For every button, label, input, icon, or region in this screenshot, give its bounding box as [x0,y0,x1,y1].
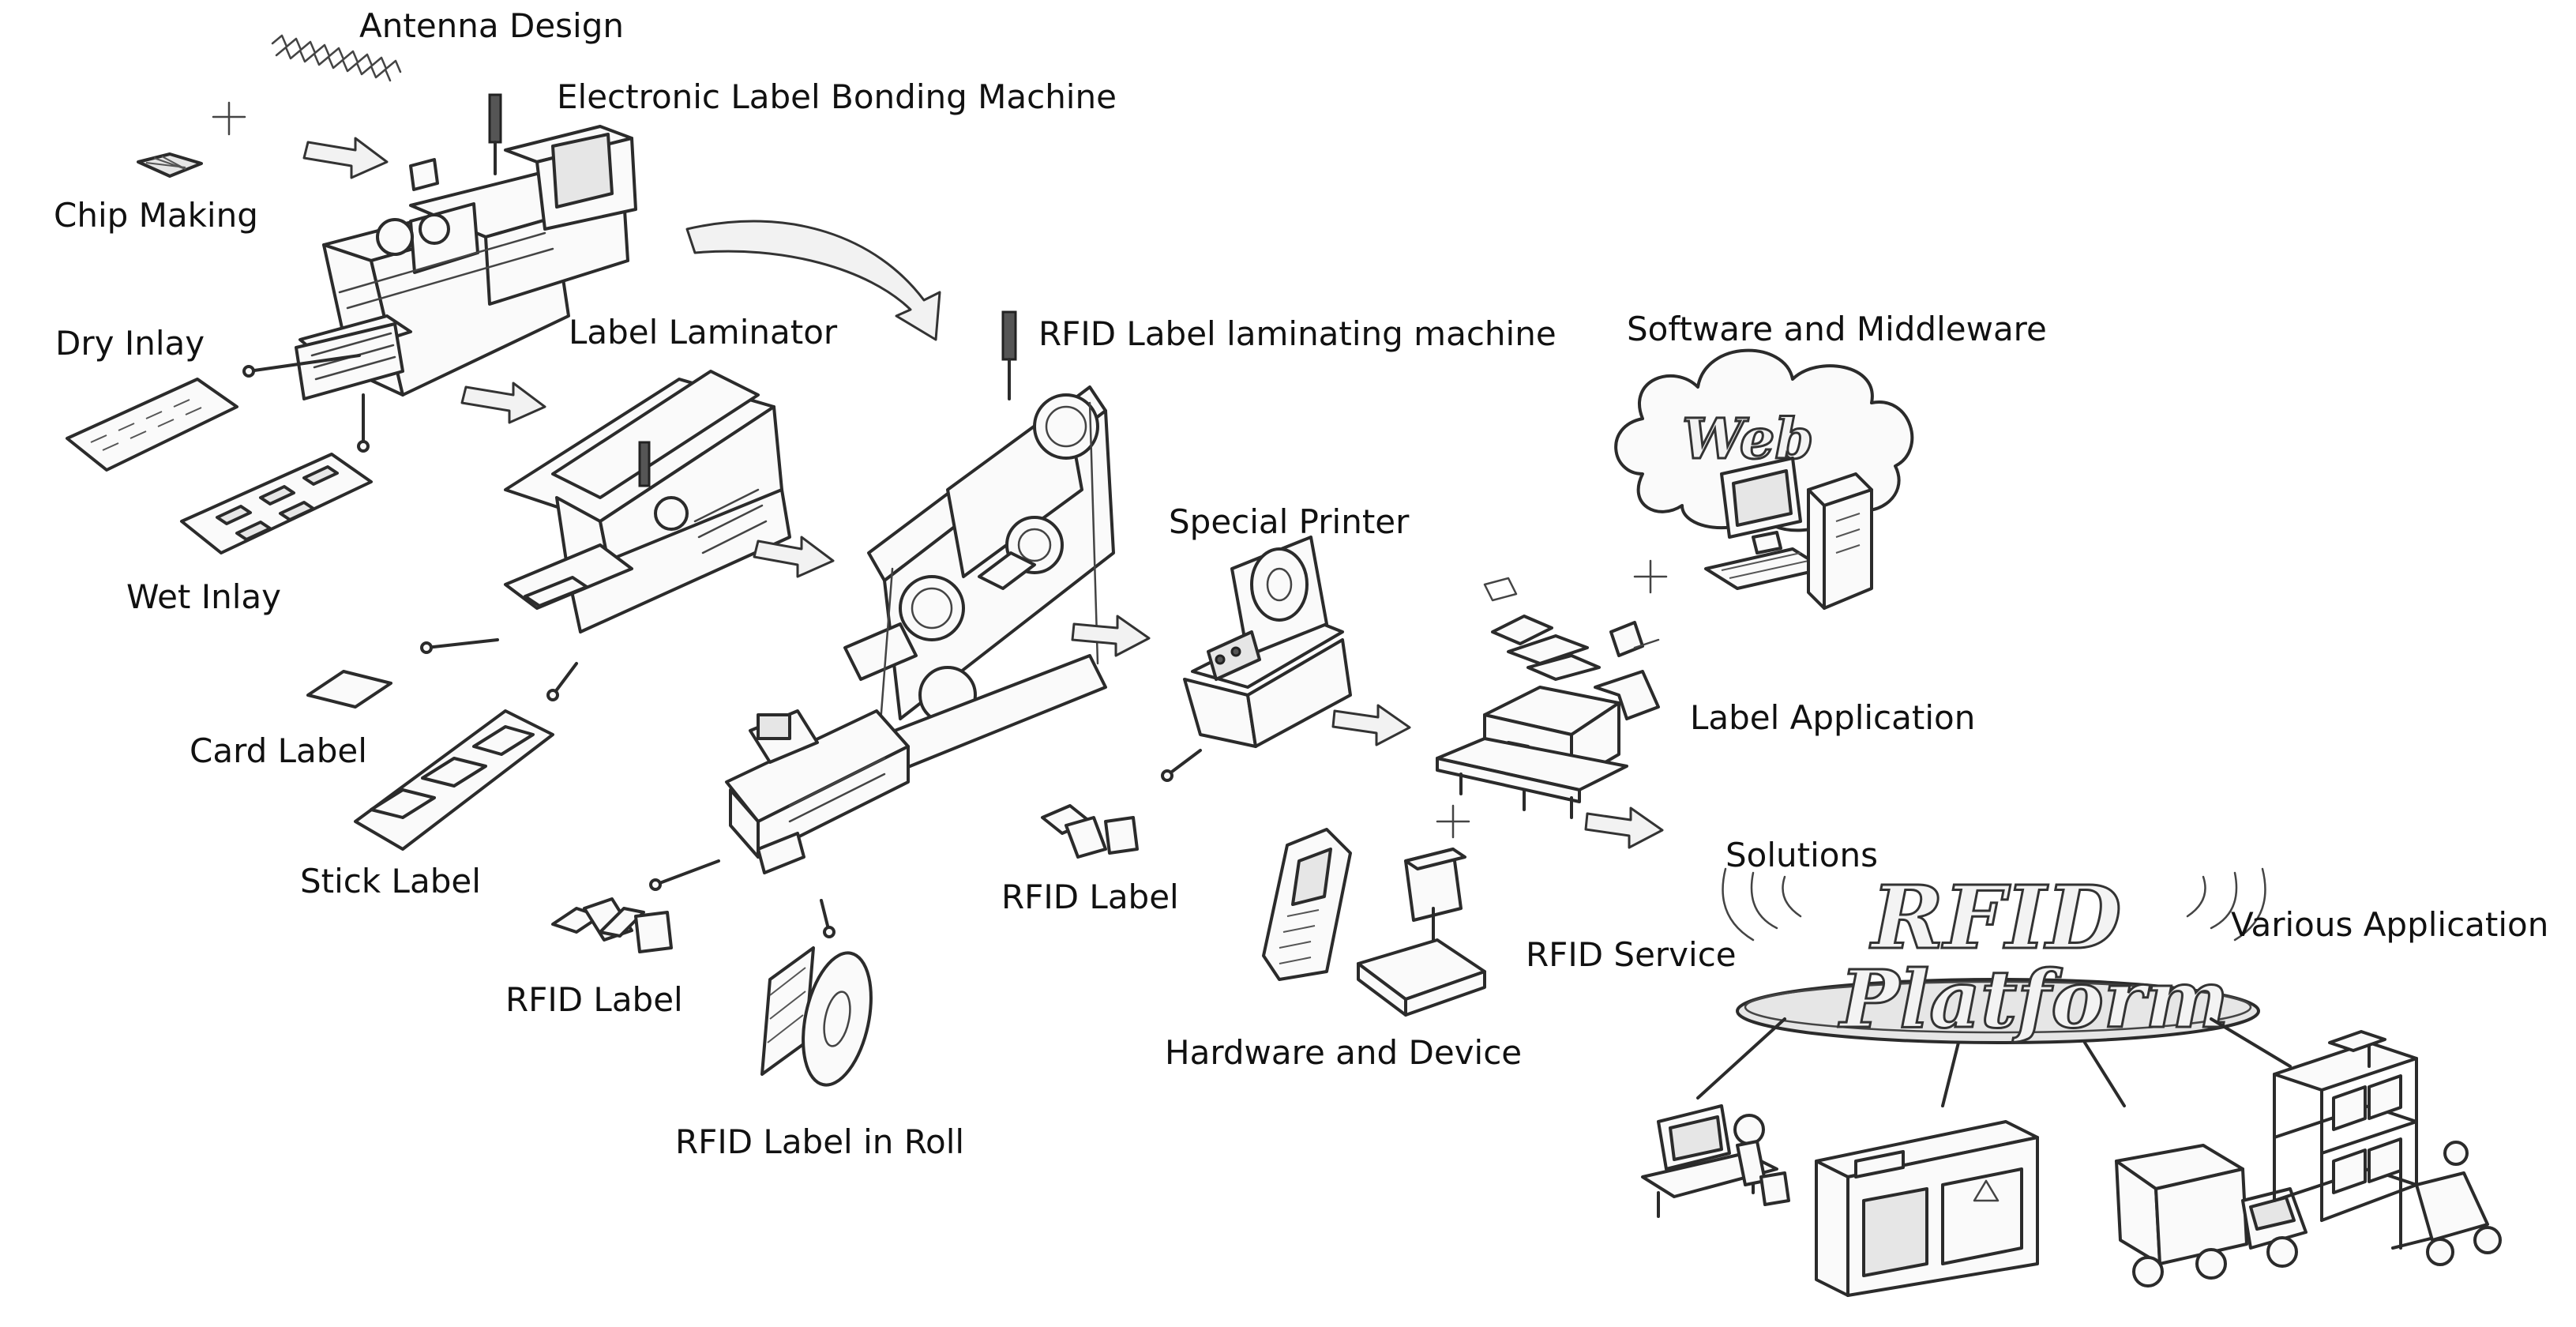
label-special-printer: Special Printer [1169,502,1410,541]
label-rfid-service: RFID Service [1526,935,1737,974]
flow-arrow-curved [685,220,941,341]
rfid-label-cards-2-icon [1041,804,1139,859]
flow-arrow-5 [1331,704,1411,746]
platform-platform-text: Platform [1838,953,2229,1046]
label-dry-inlay: Dry Inlay [55,324,205,363]
handheld-reader-icon [1262,828,1352,981]
flow-arrow-2 [460,382,546,424]
label-chip-making: Chip Making [54,196,258,235]
label-applicator-icon [1436,577,1660,819]
flow-arrow-3 [753,536,835,578]
antenna-coil-icon [271,34,402,82]
platform-rfid-text: RFID [1869,866,2121,968]
label-rfid-label-roll: RFID Label in Roll [675,1122,965,1161]
label-stick-label: Stick Label [300,862,481,900]
chip-icon [137,152,203,178]
computer-icon [1704,457,1873,610]
bonding-machine-icon [242,93,637,453]
label-antenna-design: Antenna Design [359,6,624,45]
rfid-platform-icon: RFID Platform [1696,866,2292,1107]
forklift-icon [2391,1141,2502,1266]
label-rfid-label-2: RFID Label [1001,878,1179,916]
kiosk-icon [1815,1120,2039,1297]
label-roll-icon [760,946,873,1087]
label-hardware-device: Hardware and Device [1165,1033,1523,1072]
label-bonding-machine: Electronic Label Bonding Machine [557,77,1117,116]
label-various-application: Various Application [2231,905,2549,944]
label-rfid-laminating-machine: RFID Label laminating machine [1038,314,1556,353]
label-rfid-label-1: RFID Label [505,980,683,1019]
crosshair-mark-3 [1633,559,1668,594]
inlay-sheet-icon [66,378,373,554]
label-label-application: Label Application [1690,698,1976,737]
laminating-machine-icon [649,310,1115,938]
crosshair-mark-1 [212,101,246,136]
workstation-icon [1641,1104,1790,1218]
truck-icon [2115,1144,2308,1288]
label-wet-inlay: Wet Inlay [126,577,281,616]
flow-arrow-6 [1584,806,1664,849]
label-card-label: Card Label [190,731,367,770]
rfid-label-cards-icon [551,897,673,953]
warehouse-rack-icon [2273,1030,2418,1222]
card-label-icon [306,670,392,709]
flow-arrow-1 [302,137,389,179]
label-software-middleware: Software and Middleware [1627,310,2047,348]
crosshair-mark-2 [1436,804,1470,839]
label-solutions: Solutions [1725,836,1878,874]
flow-arrow-4 [1071,615,1151,657]
label-laminator-icon [420,370,791,701]
label-label-laminator: Label Laminator [569,313,838,351]
special-printer-icon [1161,536,1352,782]
rfid-reader-icon [1357,848,1486,1017]
stick-label-icon [354,709,554,851]
